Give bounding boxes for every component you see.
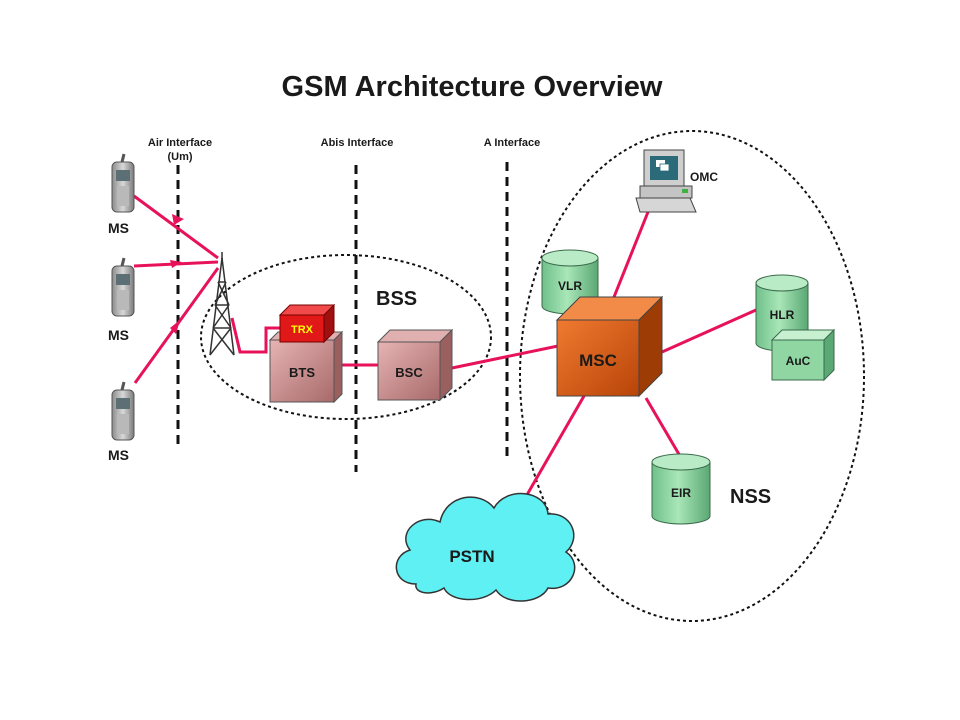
a-interface-label: A Interface <box>484 137 540 149</box>
omc-node: OMC <box>635 149 718 213</box>
air-interface-label: Air Interface <box>148 137 212 149</box>
mobile-station-label: MS <box>108 327 129 343</box>
pstn-cloud: PSTN <box>395 492 576 602</box>
mobile-station-1: MS <box>108 153 135 236</box>
computer-icon <box>635 149 697 213</box>
radio-link-markers <box>170 214 184 334</box>
mobile-station-3: MS <box>108 381 135 463</box>
msc-node: MSC <box>555 295 664 398</box>
mobile-station-2: MS <box>108 257 135 343</box>
omc-label: OMC <box>690 170 718 184</box>
bss-boundary <box>200 254 492 420</box>
bsc-node: BSC <box>376 328 454 402</box>
eir-label: EIR <box>671 486 691 500</box>
auc-node: AuC <box>770 328 836 382</box>
msc-label: MSC <box>579 351 617 370</box>
trx-node: TRX <box>278 303 336 344</box>
antenna-tower-icon <box>209 252 235 356</box>
bsc-label: BSC <box>395 365 423 380</box>
mobile-phone-icon <box>111 257 135 317</box>
hlr-label: HLR <box>770 308 795 322</box>
pstn-label: PSTN <box>449 547 494 566</box>
auc-label: AuC <box>786 354 811 368</box>
trx-label: TRX <box>291 324 314 336</box>
vlr-label: VLR <box>558 279 582 293</box>
eir-database: EIR <box>651 453 711 525</box>
mobile-station-label: MS <box>108 447 129 463</box>
nss-label: NSS <box>730 486 771 508</box>
bss-label: BSS <box>376 288 417 310</box>
cloud-icon <box>395 492 576 602</box>
mobile-phone-icon <box>111 153 135 213</box>
mobile-station-label: MS <box>108 220 129 236</box>
nss-boundary <box>519 130 865 622</box>
abis-interface-label: Abis Interface <box>321 137 394 149</box>
mobile-phone-icon <box>111 381 135 441</box>
page-title: GSM Architecture Overview <box>282 71 663 103</box>
air-interface-sub-label: (Um) <box>167 151 192 163</box>
bts-label: BTS <box>289 365 315 380</box>
